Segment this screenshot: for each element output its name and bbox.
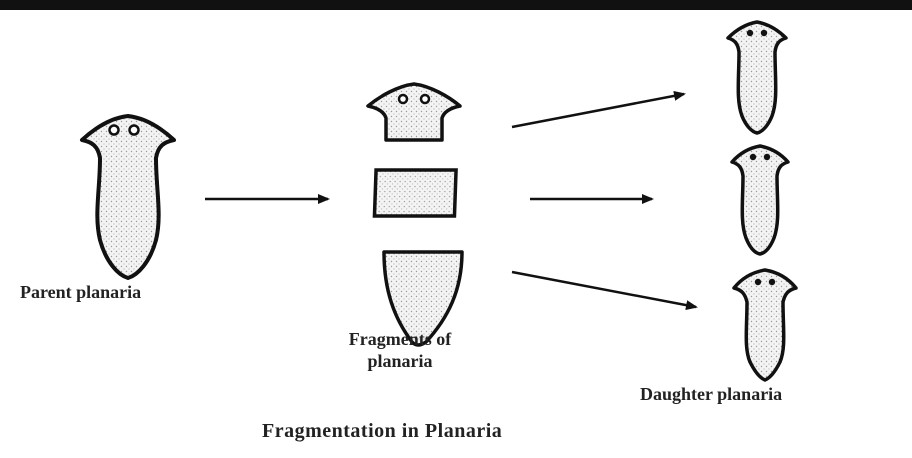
daughter-planaria-2 [732, 146, 788, 254]
middle-fragment [374, 170, 456, 216]
eye-spot [110, 126, 119, 135]
head-fragment [368, 84, 460, 140]
arrow-head-to-daughter [512, 94, 684, 127]
eye-spot [747, 30, 753, 36]
eye-spot [750, 154, 756, 160]
parent-planaria [82, 116, 174, 278]
eye-spot [764, 154, 770, 160]
top-border-bar [0, 0, 912, 10]
daughter-planaria-1 [728, 22, 786, 133]
daughter-planaria-3 [734, 270, 796, 380]
parent-planaria-label: Parent planaria [20, 282, 141, 303]
eye-spot [130, 126, 139, 135]
eye-spot [755, 279, 761, 285]
eye-spot [761, 30, 767, 36]
eye-spot [399, 95, 407, 103]
diagram-title: Fragmentation in Planaria [262, 420, 502, 443]
fragments-label: Fragments of planaria [325, 328, 475, 372]
eye-spot [421, 95, 429, 103]
daughter-planaria-label: Daughter planaria [640, 384, 782, 405]
arrow-tail-to-daughter [512, 272, 696, 307]
eye-spot [769, 279, 775, 285]
